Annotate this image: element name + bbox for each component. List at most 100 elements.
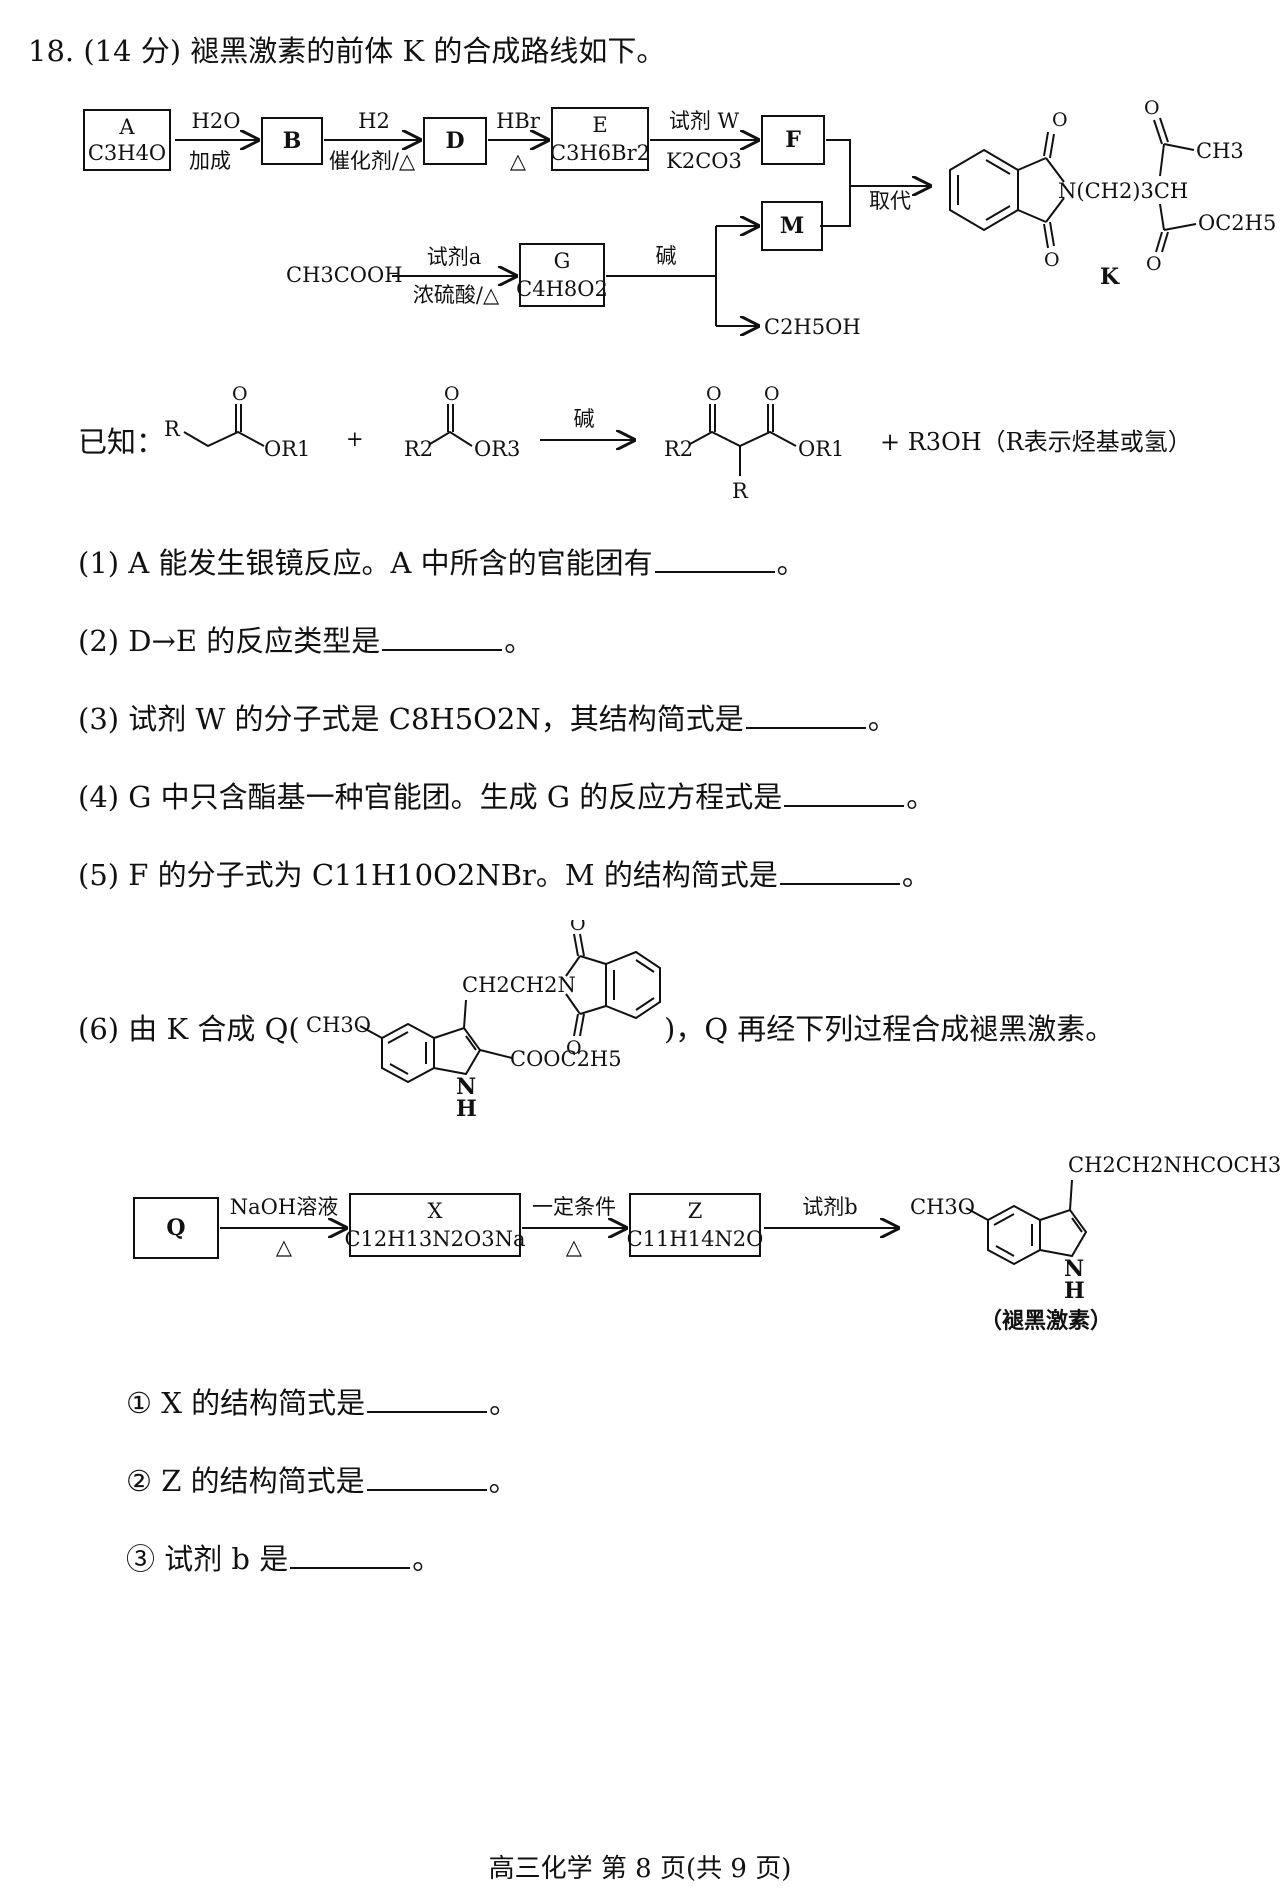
q-double-bond bbox=[389, 1063, 409, 1075]
k-benzene-ring bbox=[949, 148, 1019, 232]
synthesis-scheme-1: A C3H4O H2O 加成 B H2 催化剂/△ D HBr △ E C3H6… bbox=[83, 97, 1276, 339]
q-chain: CH2CH2N bbox=[462, 973, 576, 997]
q-bond bbox=[463, 999, 467, 1029]
arrow-a-b-top: H2O bbox=[192, 109, 241, 133]
mel-double-bond bbox=[1071, 1217, 1083, 1233]
box-e-name: E bbox=[592, 113, 607, 137]
known-r2: R2 bbox=[404, 437, 433, 461]
period: 。 bbox=[901, 858, 931, 892]
answer-blank-b[interactable] bbox=[290, 1541, 411, 1569]
sub-question-3-text: ③ 试剂 b 是 bbox=[126, 1542, 289, 1576]
q-carbonyl bbox=[579, 933, 585, 957]
answer-blank-5[interactable] bbox=[779, 857, 900, 885]
sub-question-1: ① X 的结构简式是。 bbox=[126, 1380, 518, 1422]
sub-question-2-text: ② Z 的结构简式是 bbox=[126, 1464, 365, 1498]
k-oxygen-ester: O bbox=[1146, 253, 1162, 275]
q-bond bbox=[359, 1025, 383, 1039]
q-bond bbox=[579, 1005, 607, 1015]
melatonin-label: （褪黑激素） bbox=[980, 1308, 1112, 1334]
q-pyrrole-ring bbox=[433, 1026, 482, 1076]
box-e bbox=[551, 107, 649, 171]
q-phthal-ring bbox=[605, 950, 661, 1020]
k-carbonyl bbox=[1043, 223, 1049, 249]
q-ester: COOC2H5 bbox=[510, 1047, 622, 1071]
box-a-formula: C3H4O bbox=[88, 141, 166, 165]
period: 。 bbox=[488, 1464, 518, 1498]
question-4-text: (4) G 中只含酯基一种官能团。生成 G 的反应方程式是 bbox=[78, 780, 783, 814]
known-oxygen: O bbox=[764, 383, 780, 405]
known-prefix: 已知： bbox=[78, 425, 165, 459]
sub-question-2: ② Z 的结构简式是 。 bbox=[126, 1458, 518, 1500]
box-f-name: F bbox=[785, 127, 801, 153]
q-double-bond bbox=[465, 1035, 477, 1051]
box-x-formula: C12H13N2O3Na bbox=[344, 1227, 525, 1251]
arrow-b-d-top: H2 bbox=[358, 109, 390, 133]
known-or1: OR1 bbox=[264, 437, 310, 461]
mel-double-bond bbox=[995, 1245, 1015, 1257]
period: 。 bbox=[776, 546, 806, 580]
question-1: (1) A 能发生银镜反应。A 中所含的官能团有 。 bbox=[78, 540, 806, 582]
q-oxygen-top: O bbox=[570, 920, 586, 935]
known-reactant2-chain bbox=[429, 430, 473, 447]
q-nh-h: H bbox=[456, 1096, 477, 1120]
question-1-text: (1) A 能发生银镜反应。A 中所含的官能团有 bbox=[78, 546, 653, 580]
arrow-e-f-top: 试剂 W bbox=[669, 109, 740, 133]
mel-double-bond bbox=[993, 1213, 1015, 1226]
mel-pyrrole-ring bbox=[1039, 1208, 1088, 1258]
f-merge-line bbox=[826, 139, 851, 186]
k-bond bbox=[1017, 209, 1047, 223]
box-x bbox=[349, 1193, 521, 1257]
page-footer: 高三化学 第 8 页(共 9 页) bbox=[488, 1854, 792, 1884]
arrow-d-e-top: HBr bbox=[496, 109, 541, 133]
mel-h: H bbox=[1064, 1278, 1085, 1304]
arrow-acid-g-bottom: 浓硫酸/△ bbox=[413, 283, 500, 307]
k-bond bbox=[1017, 157, 1047, 171]
k-oxygen-bottom: O bbox=[1044, 249, 1060, 271]
known-product-r: R bbox=[732, 479, 749, 503]
answer-blank-x[interactable] bbox=[367, 1385, 488, 1413]
box-x-name: X bbox=[428, 1199, 443, 1223]
arrow-q-x-bottom: △ bbox=[276, 1235, 293, 1259]
k-ethoxy: OC2H5 bbox=[1198, 211, 1276, 235]
q-bond bbox=[479, 1049, 513, 1059]
mel-bond bbox=[965, 1207, 989, 1221]
answer-blank-3[interactable] bbox=[745, 701, 866, 729]
box-d-name: D bbox=[445, 128, 464, 154]
start-acetic-acid: CH3COOH bbox=[286, 263, 403, 287]
mel-chain: CH2CH2NHCOCH3 bbox=[1068, 1153, 1280, 1177]
question-3: (3) 试剂 W 的分子式是 C8H5O2N，其结构简式是。 bbox=[78, 696, 897, 738]
box-g-formula: C4H8O2 bbox=[516, 277, 608, 301]
box-m-name: M bbox=[780, 213, 804, 239]
known-oxygen: O bbox=[232, 383, 248, 405]
q-oxygen-bottom: O bbox=[566, 1037, 582, 1059]
answer-blank-z[interactable] bbox=[366, 1463, 487, 1491]
q-double-bond bbox=[635, 997, 655, 1011]
arrow-x-z-bottom: △ bbox=[566, 1235, 583, 1259]
mel-methoxy: CH3O bbox=[910, 1195, 975, 1219]
arrow-z-melatonin-top: 试剂b bbox=[802, 1195, 857, 1219]
answer-blank-4[interactable] bbox=[784, 779, 905, 807]
k-carbonyl bbox=[1049, 133, 1055, 159]
k-oxygen-top: O bbox=[1052, 109, 1068, 131]
known-r: R bbox=[164, 417, 181, 441]
known-oxygen: O bbox=[706, 383, 722, 405]
arrow-e-f-bottom: K2CO3 bbox=[666, 149, 742, 173]
answer-blank-1[interactable] bbox=[654, 545, 775, 573]
arrow-x-z-top: 一定条件 bbox=[532, 1195, 616, 1219]
box-g-name: G bbox=[554, 249, 571, 273]
q-bond bbox=[579, 955, 607, 965]
mel-bond bbox=[1069, 1179, 1073, 1211]
q-carbonyl bbox=[573, 1013, 579, 1037]
answer-blank-2[interactable] bbox=[382, 623, 503, 651]
box-b-name: B bbox=[283, 128, 302, 154]
k-carbonyl bbox=[1153, 119, 1163, 145]
box-q bbox=[133, 1197, 219, 1259]
q-bond bbox=[565, 955, 581, 977]
sub-question-1-text: ① X 的结构简式是 bbox=[126, 1386, 366, 1420]
question-6-suffix: )，Q 再经下列过程合成褪黑激素。 bbox=[664, 1012, 1115, 1046]
k-structure: O O N(CH2)3CH O CH3 O OC2H5 K bbox=[949, 97, 1276, 290]
question-title: 18. (14 分) 褪黑激素的前体 K 的合成路线如下。 bbox=[28, 34, 666, 68]
known-plus: + bbox=[346, 427, 364, 451]
q-double-bond bbox=[635, 959, 655, 973]
ethanol-product: C2H5OH bbox=[764, 315, 861, 339]
